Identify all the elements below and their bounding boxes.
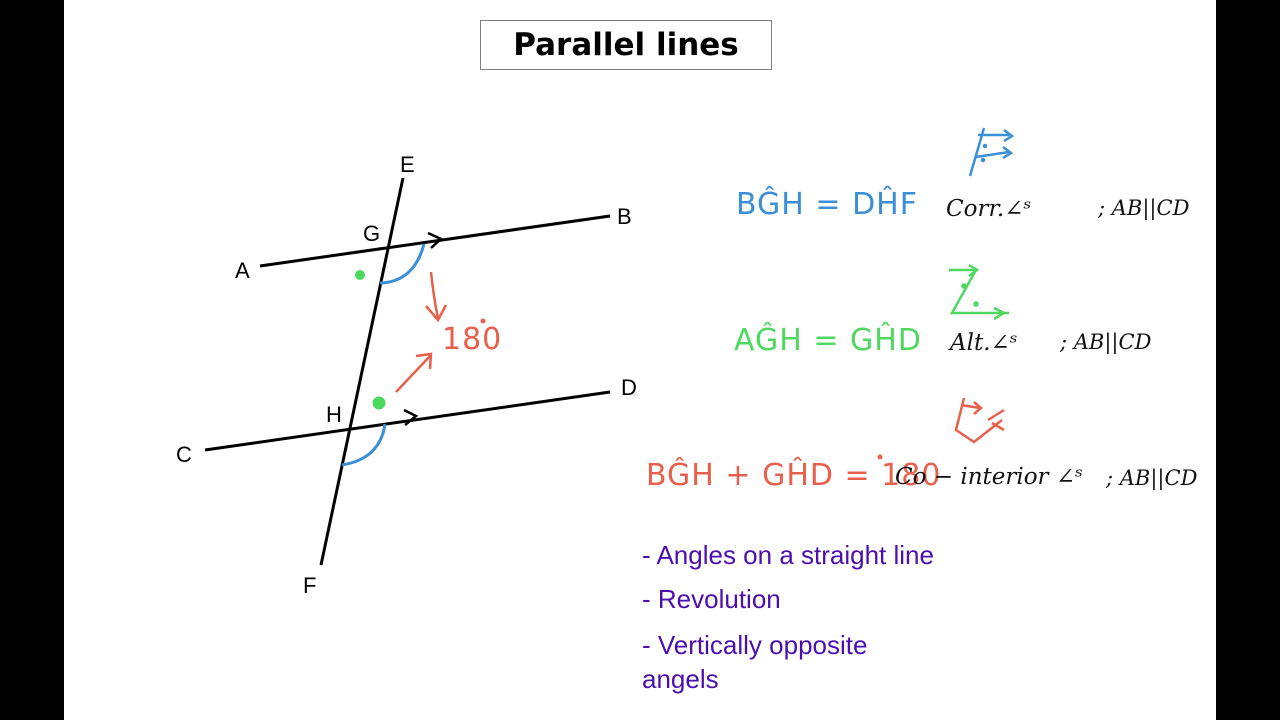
- alt-equation: AĜH = GĤD: [734, 321, 922, 358]
- property-item: - Vertically opposite angels: [642, 630, 868, 694]
- corr-reason: Corr.∠ˢ: [946, 196, 1031, 222]
- cointerior-reason: Co − interior ∠ˢ: [895, 464, 1083, 490]
- property-item: - Angles on a straight line: [642, 540, 934, 570]
- corr-condition: ; AB||CD: [1097, 196, 1190, 221]
- page-title: Parallel lines: [513, 27, 739, 63]
- corr-equation: BĜH = DĤF: [736, 185, 918, 222]
- cointerior-c-sketch: [954, 397, 1005, 444]
- property-item: - Revolution: [642, 584, 781, 614]
- line-cd: [204, 390, 611, 452]
- corr-f-sketch: [968, 127, 1015, 177]
- sum-arrow-down: [425, 271, 448, 323]
- line-ab: [259, 214, 611, 268]
- alt-reason: Alt.∠ˢ: [948, 330, 1018, 356]
- angle-dot-ghd: [372, 396, 386, 410]
- angle-dot-agh: [355, 270, 365, 280]
- cointerior-degree-mark: [877, 454, 883, 460]
- parallel-arrow-ab: [427, 231, 444, 249]
- label-h: H: [326, 402, 342, 427]
- alt-z-sketch: [949, 263, 1009, 321]
- label-b: B: [617, 204, 632, 229]
- sum-arrow-up: [395, 352, 433, 393]
- label-d: D: [621, 375, 637, 400]
- cointerior-condition: ; AB||CD: [1105, 466, 1198, 491]
- label-g: G: [363, 221, 380, 246]
- slide: Parallel lines A B C D E F G H 180 BĜH =…: [64, 0, 1216, 720]
- parallel-arrow-cd: [403, 408, 419, 426]
- cointerior-equation: BĜH + GĤD = 180: [646, 456, 941, 493]
- title-box: Parallel lines: [480, 20, 772, 70]
- degree-mark: [480, 318, 486, 324]
- diagram: A B C D E F G H 180 BĜH = DĤF Corr.∠ˢ ; …: [176, 127, 1198, 598]
- alt-condition: ; AB||CD: [1059, 330, 1152, 355]
- angle-arc-dhf: [341, 423, 387, 467]
- transversal-ef: [319, 177, 405, 566]
- label-f: F: [303, 573, 316, 598]
- label-e: E: [400, 152, 415, 177]
- sum-value: 180: [442, 322, 502, 357]
- angle-arc-bgh: [379, 243, 426, 285]
- label-c: C: [176, 442, 192, 467]
- label-a: A: [235, 258, 250, 283]
